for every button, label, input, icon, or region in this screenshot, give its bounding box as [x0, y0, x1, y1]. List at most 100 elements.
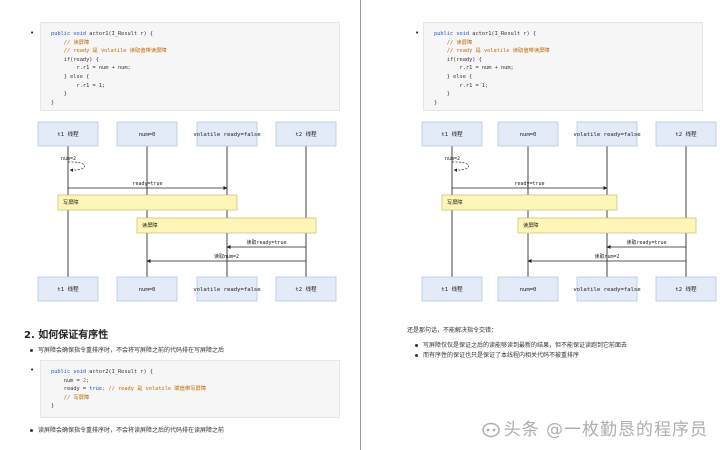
bullet-icon	[30, 349, 33, 352]
participant-box	[497, 121, 559, 147]
code-text: public void actor2(I_Result r) { num = 2…	[41, 361, 339, 411]
code-line: r.r1 = 1;	[434, 82, 489, 89]
code-block-actor1: public void actor1(I_Result r) { // 读屏障 …	[40, 22, 340, 111]
code-text: public void actor1(I_Result r) { // 读屏障 …	[41, 23, 339, 107]
right-page: • public void actor1(I_Result r) { // 读屏…	[361, 0, 720, 450]
message-label: 读取ready=true	[626, 239, 666, 246]
participant-label: t2 线程	[675, 130, 697, 138]
code-line: }	[51, 99, 55, 106]
read-barrier-note	[136, 217, 317, 234]
bullet-icon: •	[415, 29, 420, 37]
code-line: r.r1 = 1;	[51, 82, 106, 89]
self-message-arrow	[67, 161, 86, 172]
participant-label: t2 线程	[295, 130, 317, 138]
sequence-diagram: t1 线程 num=0 volatile ready=false t2 线程 t1 线程…	[421, 121, 717, 302]
read-barrier-label: 读屏障	[523, 221, 539, 229]
participant-label: t2 线程	[295, 285, 317, 293]
code-line: } else {	[434, 73, 473, 80]
code-line: }	[434, 91, 450, 98]
participant-label: volatile ready=false	[573, 287, 641, 293]
list-item: 写屏障会确保指令重排序时，不会将写屏障之前的代码排在写屏障之后	[30, 345, 224, 354]
self-message-arrow	[451, 161, 470, 172]
participant-box	[421, 276, 483, 302]
list-item-text: 写屏障仅仅是保证之后的读能够读到最新的结果，但不能保证读跑到它前面去	[423, 342, 628, 349]
participant-label: volatile ready=false	[573, 132, 641, 138]
participant-label: t2 线程	[675, 285, 697, 293]
participant-label: t1 线程	[441, 285, 463, 293]
participant-box	[576, 121, 638, 147]
message-label: ready=true	[514, 181, 544, 187]
participant-label: volatile ready=false	[193, 287, 261, 293]
intro-paragraph: 还是那句话，不能解决指令交错：	[407, 327, 498, 334]
read-barrier-note	[517, 217, 697, 234]
code-block-actor2: public void actor2(I_Result r) { num = 2…	[40, 360, 340, 418]
section-heading: 2. 如何保证有序性	[24, 330, 109, 341]
watermark: 头条 @一枚勤恳的程序员	[481, 415, 708, 440]
code-line: public void actor2(I_Result r) {	[51, 369, 154, 375]
participant-box	[196, 121, 258, 147]
code-line: }	[51, 91, 67, 98]
list-item: 而有序性的保证也只是保证了本线程内相关代码不被重排序	[415, 350, 579, 359]
participant-box	[576, 276, 638, 302]
code-line: r.r1 = num + num;	[51, 65, 131, 72]
message-label: num=2	[61, 156, 76, 162]
code-line: public void actor1(I_Result r) {	[51, 31, 154, 37]
participant-box	[655, 121, 717, 147]
code-line: }	[51, 403, 55, 410]
code-text: public void actor1(I_Result r) { // 读屏障 …	[424, 23, 702, 107]
participant-label: t1 线程	[441, 130, 463, 138]
participant-label: num=0	[520, 287, 537, 293]
page-divider	[360, 0, 361, 450]
code-line: ready = true; // ready 是 volatile 赋值带写屏障	[51, 386, 207, 393]
list-item: 写屏障仅仅是保证之后的读能够读到最新的结果，但不能保证读跑到它前面去	[415, 340, 627, 349]
code-line: // ready 是 volatile 读取值带读屏障	[51, 48, 167, 55]
bullet-icon	[415, 344, 418, 347]
code-line: // ready 是 volatile 读取值带读屏障	[434, 48, 550, 55]
code-line: // 读屏障	[434, 39, 473, 46]
participant-box	[116, 121, 178, 147]
list-item-text: 而有序性的保证也只是保证了本线程内相关代码不被重排序	[423, 352, 580, 359]
write-barrier-note	[57, 194, 238, 211]
message-label: num=2	[445, 156, 460, 162]
participant-box	[655, 276, 717, 302]
bullet-icon: •	[30, 366, 35, 374]
participant-box	[37, 276, 99, 302]
code-line: public void actor1(I_Result r) {	[434, 31, 537, 37]
message-label: 读取ready=true	[246, 239, 286, 246]
read-barrier-label: 读屏障	[142, 221, 158, 229]
participant-label: t1 线程	[57, 285, 79, 293]
code-line: }	[434, 99, 438, 106]
code-line: if(ready) {	[51, 56, 99, 63]
code-line: if(ready) {	[434, 56, 482, 63]
message-label: ready=true	[132, 181, 162, 187]
code-line: // 读屏障	[51, 39, 90, 46]
message-label: 读取num=2	[594, 253, 619, 260]
list-item-text: 读屏障会确保指令重排序时，不会将读屏障之后的代码排在读屏障之前	[38, 427, 225, 434]
participant-box	[37, 121, 99, 147]
write-barrier-label: 写屏障	[447, 198, 463, 206]
code-line: } else {	[51, 73, 90, 80]
code-line: r.r1 = num + num;	[434, 65, 514, 72]
code-line: // 写屏障	[51, 394, 90, 401]
watermark-text: 头条 @一枚勤恳的程序员	[503, 420, 708, 440]
participant-box	[497, 276, 559, 302]
list-item: 读屏障会确保指令重排序时，不会将读屏障之后的代码排在读屏障之前	[30, 425, 224, 434]
left-page: • public void actor1(I_Result r) { // 读屏…	[24, 22, 340, 434]
participant-label: num=0	[139, 287, 156, 293]
bullet-icon: •	[30, 29, 35, 37]
write-barrier-label: 写屏障	[63, 198, 79, 206]
message-label: 读取num=2	[214, 253, 239, 260]
write-barrier-note	[441, 194, 618, 211]
toutiao-logo-icon	[481, 422, 500, 438]
participant-box	[275, 276, 337, 302]
participant-box	[116, 276, 178, 302]
participant-box	[275, 121, 337, 147]
code-block-actor1: public void actor1(I_Result r) { // 读屏障 …	[423, 22, 703, 111]
participant-box	[421, 121, 483, 147]
code-line: num = 2;	[51, 377, 90, 384]
participant-label: num=0	[139, 132, 156, 138]
bullet-icon	[415, 354, 418, 357]
participant-box	[196, 276, 258, 302]
participant-label: volatile ready=false	[193, 132, 261, 138]
